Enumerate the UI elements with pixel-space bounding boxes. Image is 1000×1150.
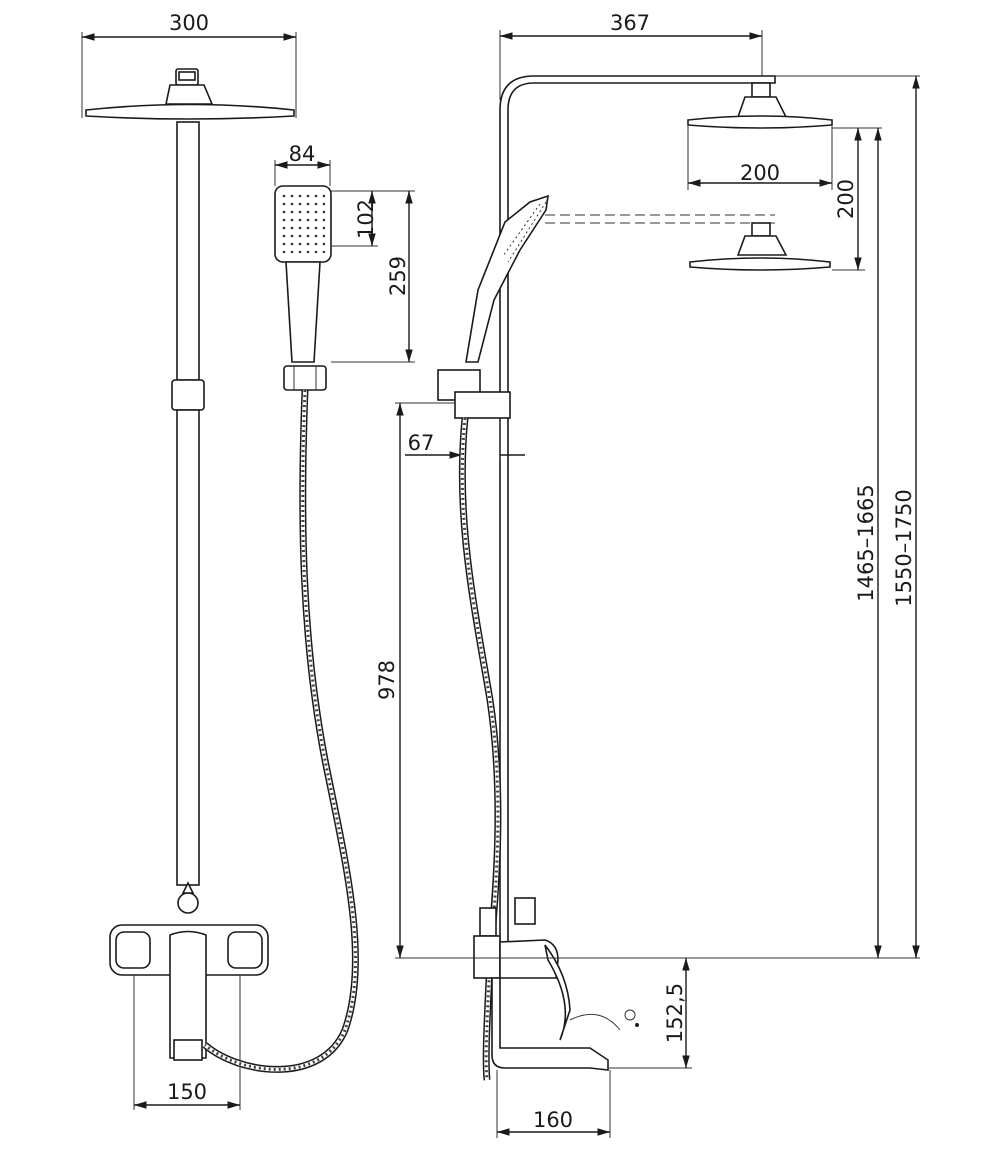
lowered-head-position [545, 214, 831, 271]
hose-front [202, 389, 359, 1073]
dim-label-head-adjust: 200 [834, 179, 858, 219]
dim-label-head-diameter: 200 [740, 161, 780, 185]
dim-label-hand-shower-head: 102 [354, 199, 378, 239]
overhead-shower-head-front [85, 68, 295, 120]
dim-label-hand-shower-length: 259 [386, 256, 410, 296]
mixer-front [109, 924, 269, 1061]
dim-label-holder-offset: 67 [408, 431, 435, 455]
dim-label-head-range-lower: 1465–1665 [854, 484, 878, 601]
dim-label-head-range-upper: 1550–1750 [892, 489, 916, 606]
dim-label-hand-shower-width: 84 [289, 142, 316, 166]
hand-shower-front [274, 185, 332, 391]
dim-label-front-head-width: 300 [169, 11, 209, 35]
dim-label-arm-reach: 367 [610, 11, 650, 35]
dim-label-spout-reach: 160 [533, 1108, 573, 1132]
mixer-side [473, 897, 639, 1071]
dim-label-mixer-centers: 150 [167, 1080, 207, 1104]
riser-pipe-side [499, 75, 776, 961]
front-view: 300 150 [81, 11, 415, 1110]
riser-pipe-front [171, 121, 205, 914]
dim-label-holder-height: 978 [375, 660, 399, 700]
side-view: 367 200 200 [375, 11, 920, 1138]
overhead-shower-head-side [687, 82, 833, 129]
dim-label-spout-height: 152,5 [663, 983, 687, 1043]
hand-shower-side [437, 194, 549, 419]
hose-side [458, 417, 502, 1081]
